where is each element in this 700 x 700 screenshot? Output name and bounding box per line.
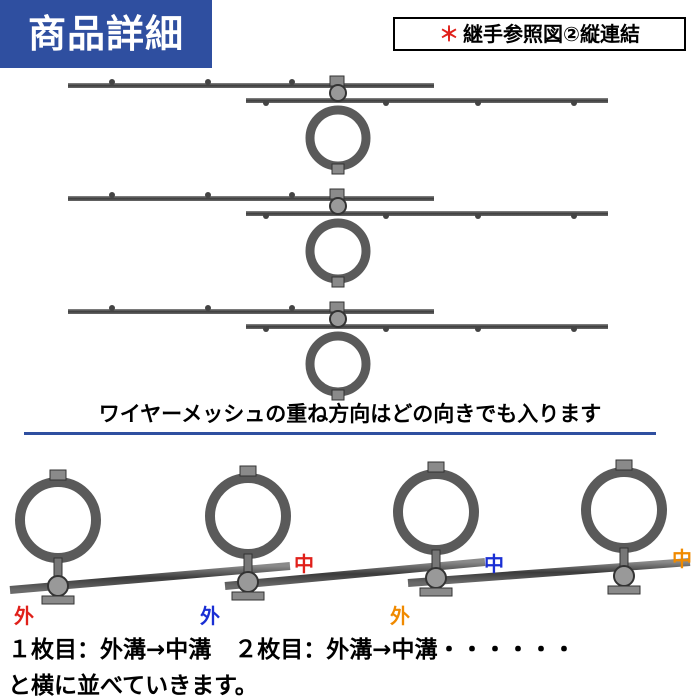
- divider: [24, 432, 656, 435]
- ring-unit-4: [586, 460, 662, 594]
- mesh-bars-bottom: [9, 558, 691, 594]
- page-title: 商品詳細: [0, 0, 212, 68]
- outer-label-3: 外: [390, 604, 410, 628]
- reference-box: ＊継手参照図②縦連結: [393, 17, 686, 51]
- middle-label-1: 中: [294, 552, 314, 576]
- step-line-2: と横に並べていきます。: [8, 673, 258, 699]
- assembly-top-1: [68, 76, 608, 174]
- middle-label-2: 中: [484, 552, 504, 576]
- assembly-top-3: [68, 302, 608, 400]
- outer-label-2: 外: [200, 604, 220, 628]
- step-line-1: １枚目：外溝→中溝 ２枚目：外溝→中溝・・・・・・: [8, 637, 576, 663]
- asterisk-mark: ＊: [439, 22, 460, 46]
- outer-label-1: 外: [14, 604, 34, 628]
- middle-label-3: 中: [672, 547, 692, 571]
- assembly-top-2: [68, 189, 608, 287]
- caption: ワイヤーメッシュの重ね方向はどの向きでも入ります: [98, 402, 602, 426]
- reference-label: 継手参照図②縦連結: [463, 22, 640, 46]
